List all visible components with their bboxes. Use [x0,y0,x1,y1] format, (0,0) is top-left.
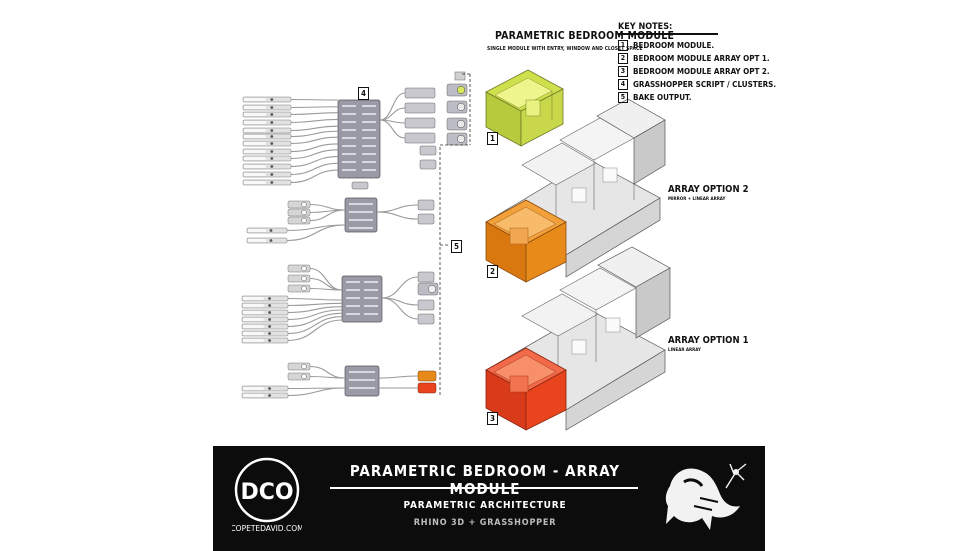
logo-icon: DCO COPETEDAVID.COM [232,457,302,533]
key-note-label: BEDROOM MODULE ARRAY OPT 2. [633,67,770,76]
key-note-label: BEDROOM MODULE ARRAY OPT 1. [633,54,770,63]
callout-3: 3 [487,412,498,425]
key-note-2: 2 BEDROOM MODULE ARRAY OPT 1. [618,53,770,64]
array-option-2-title: ARRAY OPTION 2 [668,184,749,195]
gh-cluster-component[interactable] [337,99,381,179]
key-note-3: 3 BEDROOM MODULE ARRAY OPT 2. [618,66,770,77]
gh-cluster-component[interactable] [344,197,378,233]
svg-text:DCO: DCO [240,480,293,505]
key-note-number: 4 [618,79,628,90]
module-subtitle: SINGLE MODULE WITH ENTRY, WINDOW AND CLO… [487,46,643,52]
gh-param-node[interactable] [419,159,437,170]
gh-param-node[interactable] [419,145,437,156]
array-option-2-drawing [485,98,666,283]
footer-rule [330,487,638,489]
key-note-4: 4 GRASSHOPPER SCRIPT / CLUSTERS. [618,79,776,90]
rhino-grasshopper-logo-icon [665,463,747,530]
callout-4: 4 [358,87,369,100]
key-notes-rule [618,33,718,35]
callout-2: 2 [487,265,498,278]
footer-title: PARAMETRIC BEDROOM - ARRAY MODULE [349,462,621,498]
gh-cluster-component[interactable] [341,275,383,323]
array-option-2-subtitle: MIRROR + LINEAR ARRAY [668,197,726,202]
gh-param-node[interactable] [454,71,466,81]
key-note-1: 1 BEDROOM MODULE. [618,40,714,51]
key-note-5: 5 BAKE OUTPUT. [618,92,691,103]
array-option-1-subtitle: LINEAR ARRAY [668,348,701,353]
footer-software: RHINO 3D + GRASSHOPPER [413,518,557,528]
key-note-label: BEDROOM MODULE. [633,41,715,50]
bake-leader-lines [439,73,471,395]
svg-text:COPETEDAVID.COM: COPETEDAVID.COM [232,524,302,533]
gh-param-node[interactable] [351,181,369,190]
callout-1: 1 [487,132,498,145]
callout-5: 5 [451,240,462,253]
footer-subtitle: PARAMETRIC ARCHITECTURE [403,500,567,511]
key-note-number: 3 [618,66,628,77]
key-note-label: GRASSHOPPER SCRIPT / CLUSTERS. [633,80,777,89]
key-notes-title: KEY NOTES: [618,22,673,32]
bedroom-module-yellow [485,69,564,147]
array-option-1-title: ARRAY OPTION 1 [668,335,749,346]
key-note-number: 1 [618,40,628,51]
key-note-number: 5 [618,92,628,103]
key-note-label: BAKE OUTPUT. [633,93,692,102]
key-note-number: 2 [618,53,628,64]
array-option-1-drawing [485,246,671,431]
